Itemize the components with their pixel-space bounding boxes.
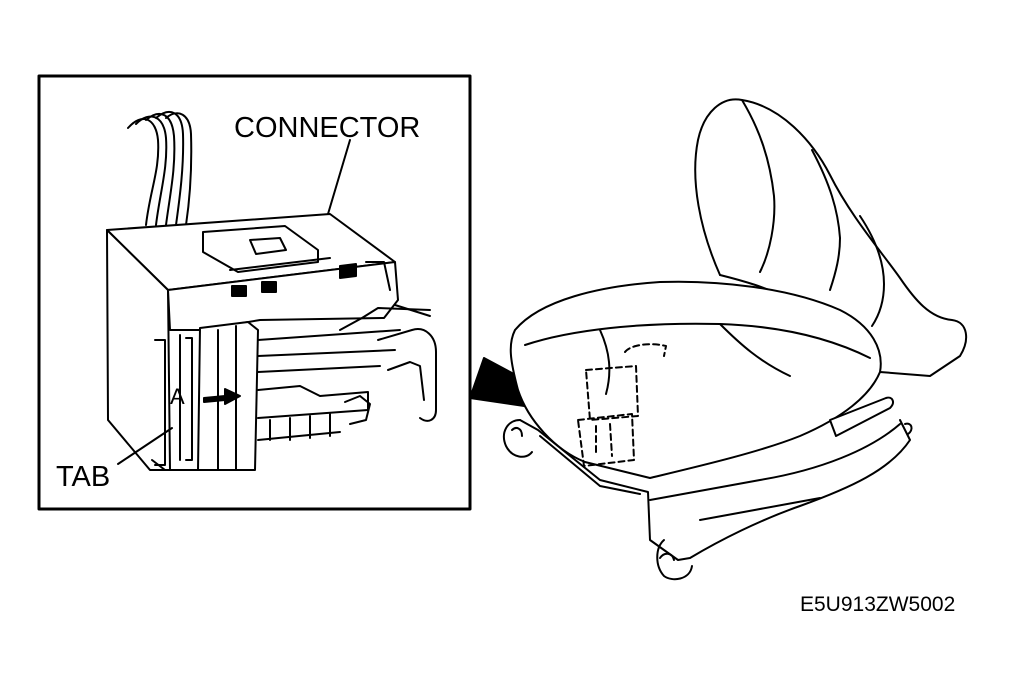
inset-frame <box>39 76 470 509</box>
connector-front-face <box>107 230 170 470</box>
seat <box>504 99 966 579</box>
label-marker-a: A <box>170 384 185 409</box>
seat-frame <box>520 420 910 560</box>
connector-latch <box>203 226 318 272</box>
push-arrow <box>204 389 240 404</box>
connector-body <box>107 214 400 470</box>
connector-leader-line <box>328 140 350 214</box>
wire-bundle-top <box>128 112 191 225</box>
seat-back <box>695 99 966 376</box>
label-tab: TAB <box>56 461 111 493</box>
connector-side <box>168 262 398 330</box>
hidden-connector <box>578 344 666 466</box>
tab-leader-line <box>118 428 172 464</box>
wire-bundle-right <box>340 305 436 424</box>
label-connector: CONNECTOR <box>234 112 421 144</box>
figure-code: E5U913ZW5002 <box>800 593 956 616</box>
seat-cushion <box>511 282 881 478</box>
seat-lever <box>830 398 893 436</box>
